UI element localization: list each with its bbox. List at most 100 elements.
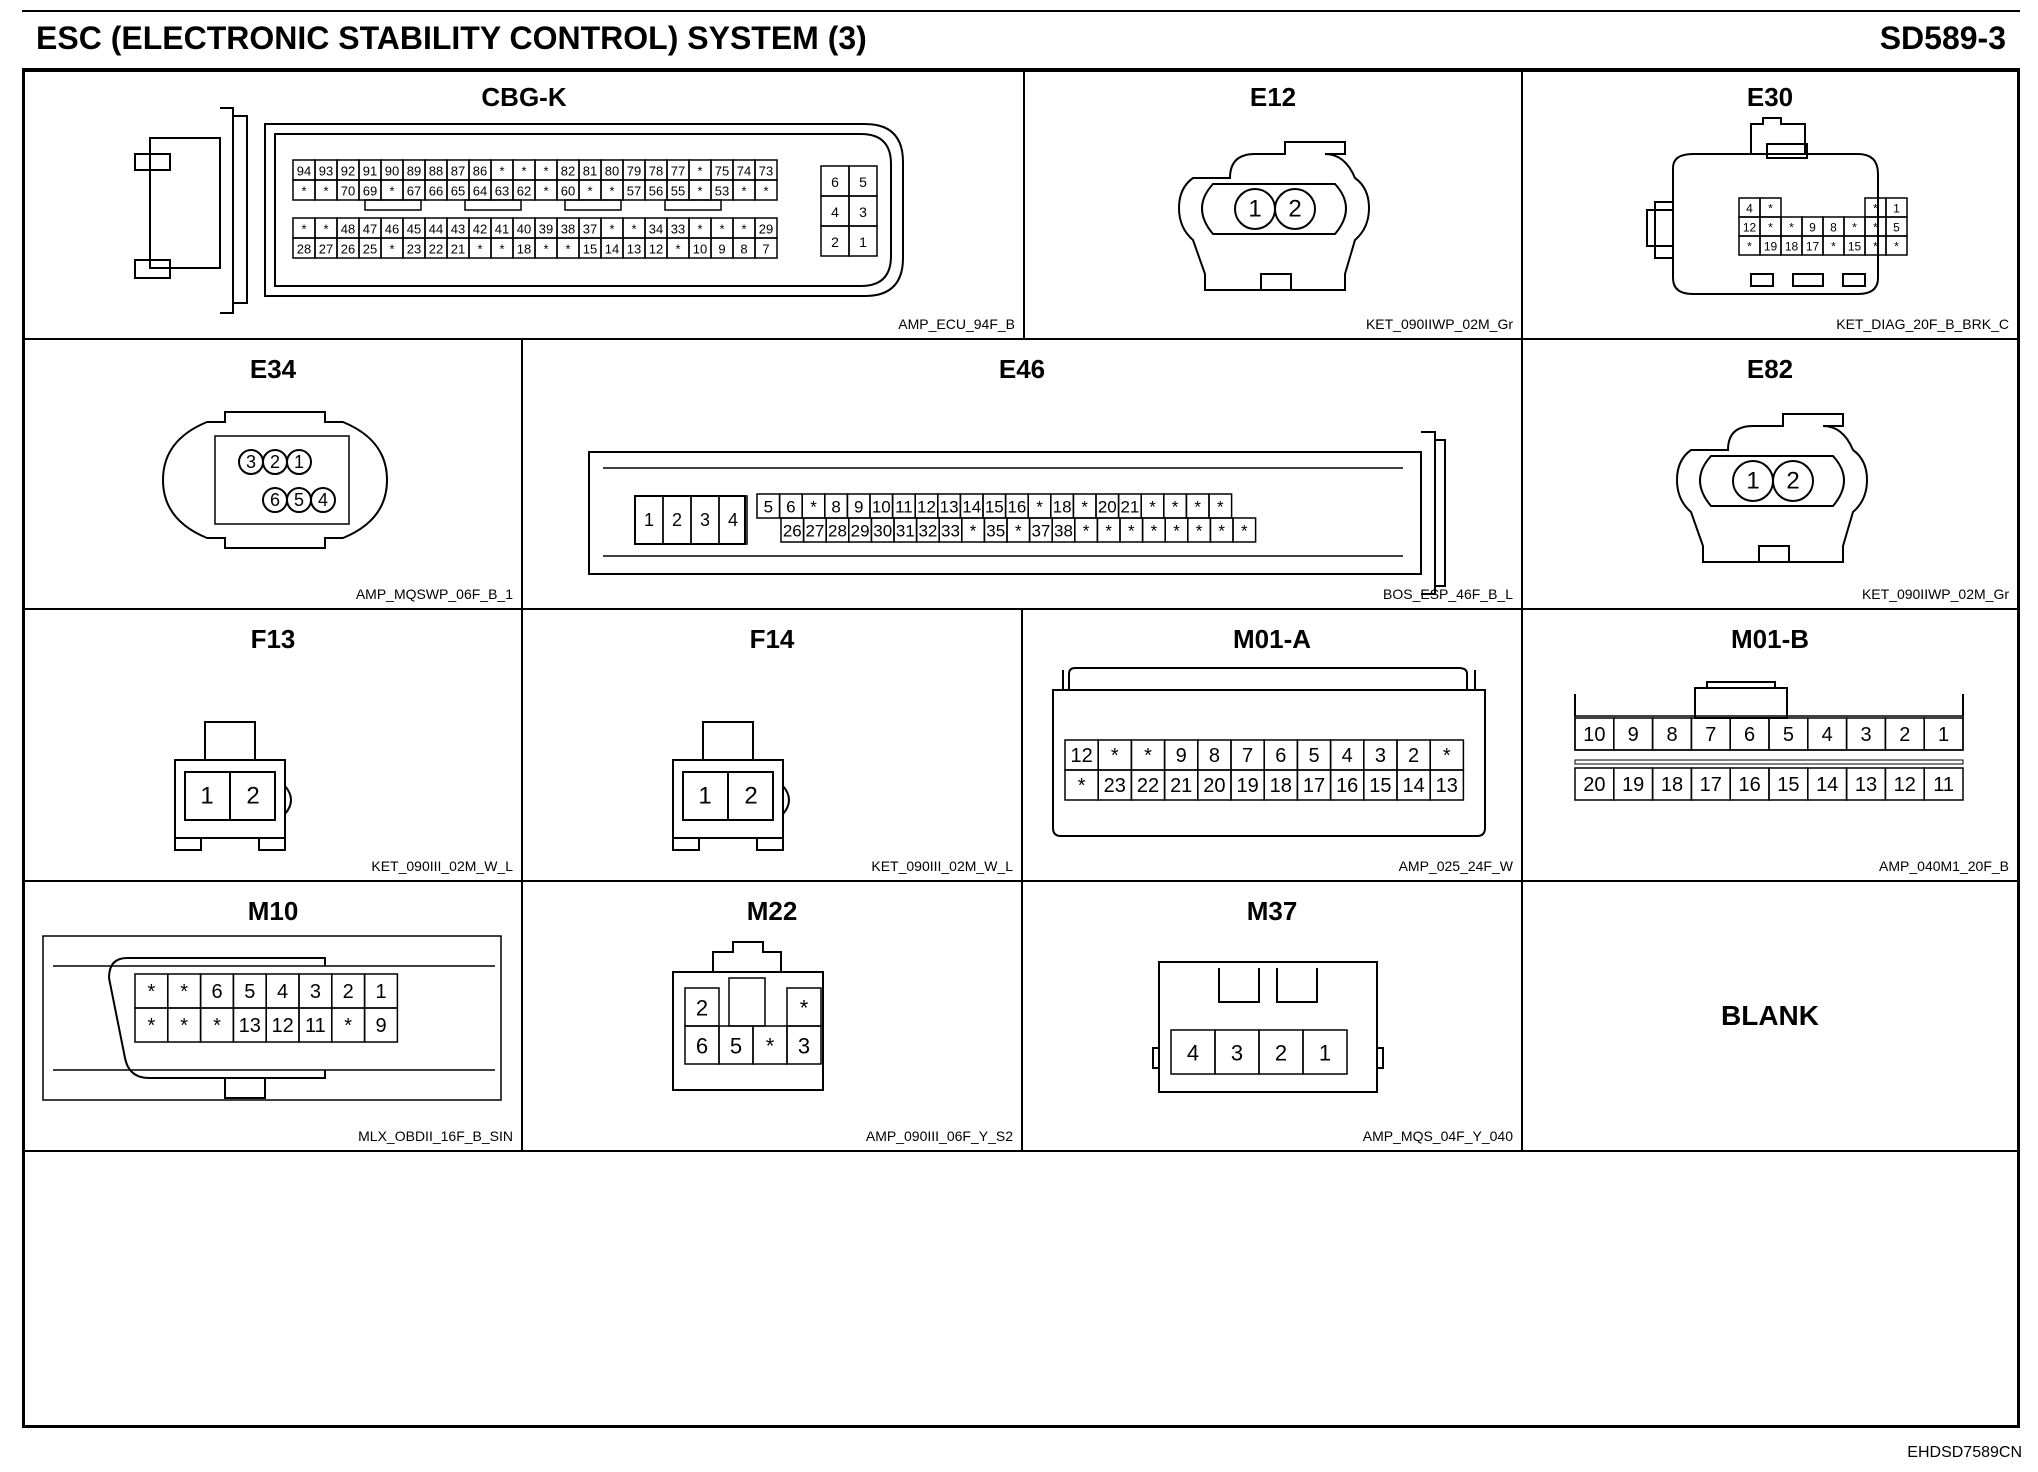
pin-number: 2	[744, 783, 757, 810]
pin-number: 20	[1203, 775, 1225, 797]
unused-pin-mark: *	[180, 981, 188, 1003]
pin-number: 17	[1303, 775, 1325, 797]
pin-number: 5	[294, 490, 304, 510]
pin-number: 38	[1054, 522, 1073, 541]
unused-pin-mark: *	[1151, 522, 1158, 541]
connector-latch	[1758, 545, 1790, 563]
pin-number: 30	[873, 522, 892, 541]
connector-hood	[107, 957, 326, 1079]
pin-number: 33	[941, 522, 960, 541]
pin-number: 5	[764, 498, 773, 517]
unused-pin-mark: *	[521, 164, 526, 179]
connector-housing	[1158, 961, 1378, 1093]
pin-number: 35	[986, 522, 1005, 541]
connector-title: E12	[1249, 82, 1297, 112]
pin-number: 3	[859, 204, 867, 220]
unused-pin-mark: *	[1789, 221, 1794, 235]
pin-number: 14	[1402, 775, 1424, 797]
pin-cavity	[1232, 517, 1257, 543]
pin-number: 6	[786, 498, 795, 517]
connector-title: M01-B	[1730, 624, 1809, 654]
unused-pin-mark: *	[1241, 522, 1248, 541]
connector-part-number: AMP_040M1_20F_B	[1879, 858, 2009, 874]
connector-housing	[1675, 413, 1869, 563]
unused-pin-mark: *	[1081, 498, 1088, 517]
connector-latch	[1260, 273, 1292, 291]
pin-number: 37	[583, 222, 597, 237]
pin-number: 79	[627, 164, 641, 179]
pin-number: 12	[1743, 221, 1757, 235]
pin-number: 1	[200, 783, 213, 810]
connector-key	[728, 977, 766, 1027]
pin-number: 27	[805, 522, 824, 541]
pin-number: 4	[277, 981, 288, 1003]
pin-cavity	[754, 237, 778, 259]
pin-number: 32	[918, 522, 937, 541]
connector-housing	[161, 411, 389, 549]
connector-face	[1201, 183, 1347, 235]
pin-number: 80	[605, 164, 619, 179]
unused-pin-mark: *	[609, 184, 614, 199]
pin-number: 13	[239, 1015, 261, 1037]
unused-pin-mark: *	[344, 1015, 352, 1037]
pin-number: 5	[1783, 724, 1794, 746]
pin-number: 14	[962, 498, 981, 517]
connector-feet	[672, 838, 784, 851]
connector-title: M22	[746, 896, 798, 926]
unused-pin-mark: *	[389, 242, 394, 257]
pin-number: 17	[1700, 774, 1722, 796]
sheet-code: SD589-3	[1879, 20, 2006, 56]
unused-pin-mark: *	[1768, 221, 1773, 235]
pin-cavity	[310, 487, 336, 513]
page-title: ESC (ELECTRONIC STABILITY CONTROL) SYSTE…	[36, 20, 867, 56]
pin-number: 88	[429, 164, 443, 179]
pin-number: 7	[762, 242, 769, 257]
connector-part-number: AMP_MQSWP_06F_B_1	[355, 586, 513, 602]
pin-number: 15	[985, 498, 1004, 517]
unused-pin-mark: *	[741, 222, 746, 237]
connector-frame	[42, 935, 502, 1101]
unused-pin-mark: *	[1149, 498, 1156, 517]
pin-number: 41	[495, 222, 509, 237]
connector-side-latch	[1654, 201, 1673, 259]
pin-cavity	[229, 771, 276, 821]
connector-key	[1842, 273, 1866, 287]
pin-number: 2	[672, 510, 682, 530]
pin-number: 90	[385, 164, 399, 179]
pin-number: 8	[1209, 745, 1220, 767]
pin-number: 39	[539, 222, 553, 237]
pin-number: 18	[1785, 240, 1799, 254]
unused-pin-mark: *	[1831, 240, 1836, 254]
unused-pin-mark: *	[565, 242, 570, 257]
pin-number: 42	[473, 222, 487, 237]
unused-pin-mark: *	[477, 242, 482, 257]
pin-number: 77	[671, 164, 685, 179]
pin-number: 78	[649, 164, 663, 179]
pin-cavity	[1885, 235, 1908, 256]
pin-cavity	[1429, 769, 1465, 801]
unused-pin-mark: *	[323, 184, 328, 199]
connector-part-number: KET_090IIWP_02M_Gr	[1861, 586, 2009, 602]
pin-number: 81	[583, 164, 597, 179]
pin-number: 15	[1369, 775, 1391, 797]
connector-housing	[672, 971, 824, 1091]
pin-number: 11	[1933, 774, 1954, 796]
pin-number: 16	[1007, 498, 1026, 517]
pin-number: 16	[1738, 774, 1760, 796]
unused-pin-mark: *	[301, 184, 306, 199]
pin-number: 17	[1806, 240, 1820, 254]
pin-number: 18	[1053, 498, 1072, 517]
connector-flange	[233, 115, 248, 304]
pin-number: 2	[1275, 1041, 1287, 1066]
connector-key	[464, 199, 522, 211]
pin-number: 8	[1666, 724, 1677, 746]
unused-pin-mark: *	[1015, 522, 1022, 541]
connector-part-number: KET_090III_02M_W_L	[371, 858, 513, 874]
